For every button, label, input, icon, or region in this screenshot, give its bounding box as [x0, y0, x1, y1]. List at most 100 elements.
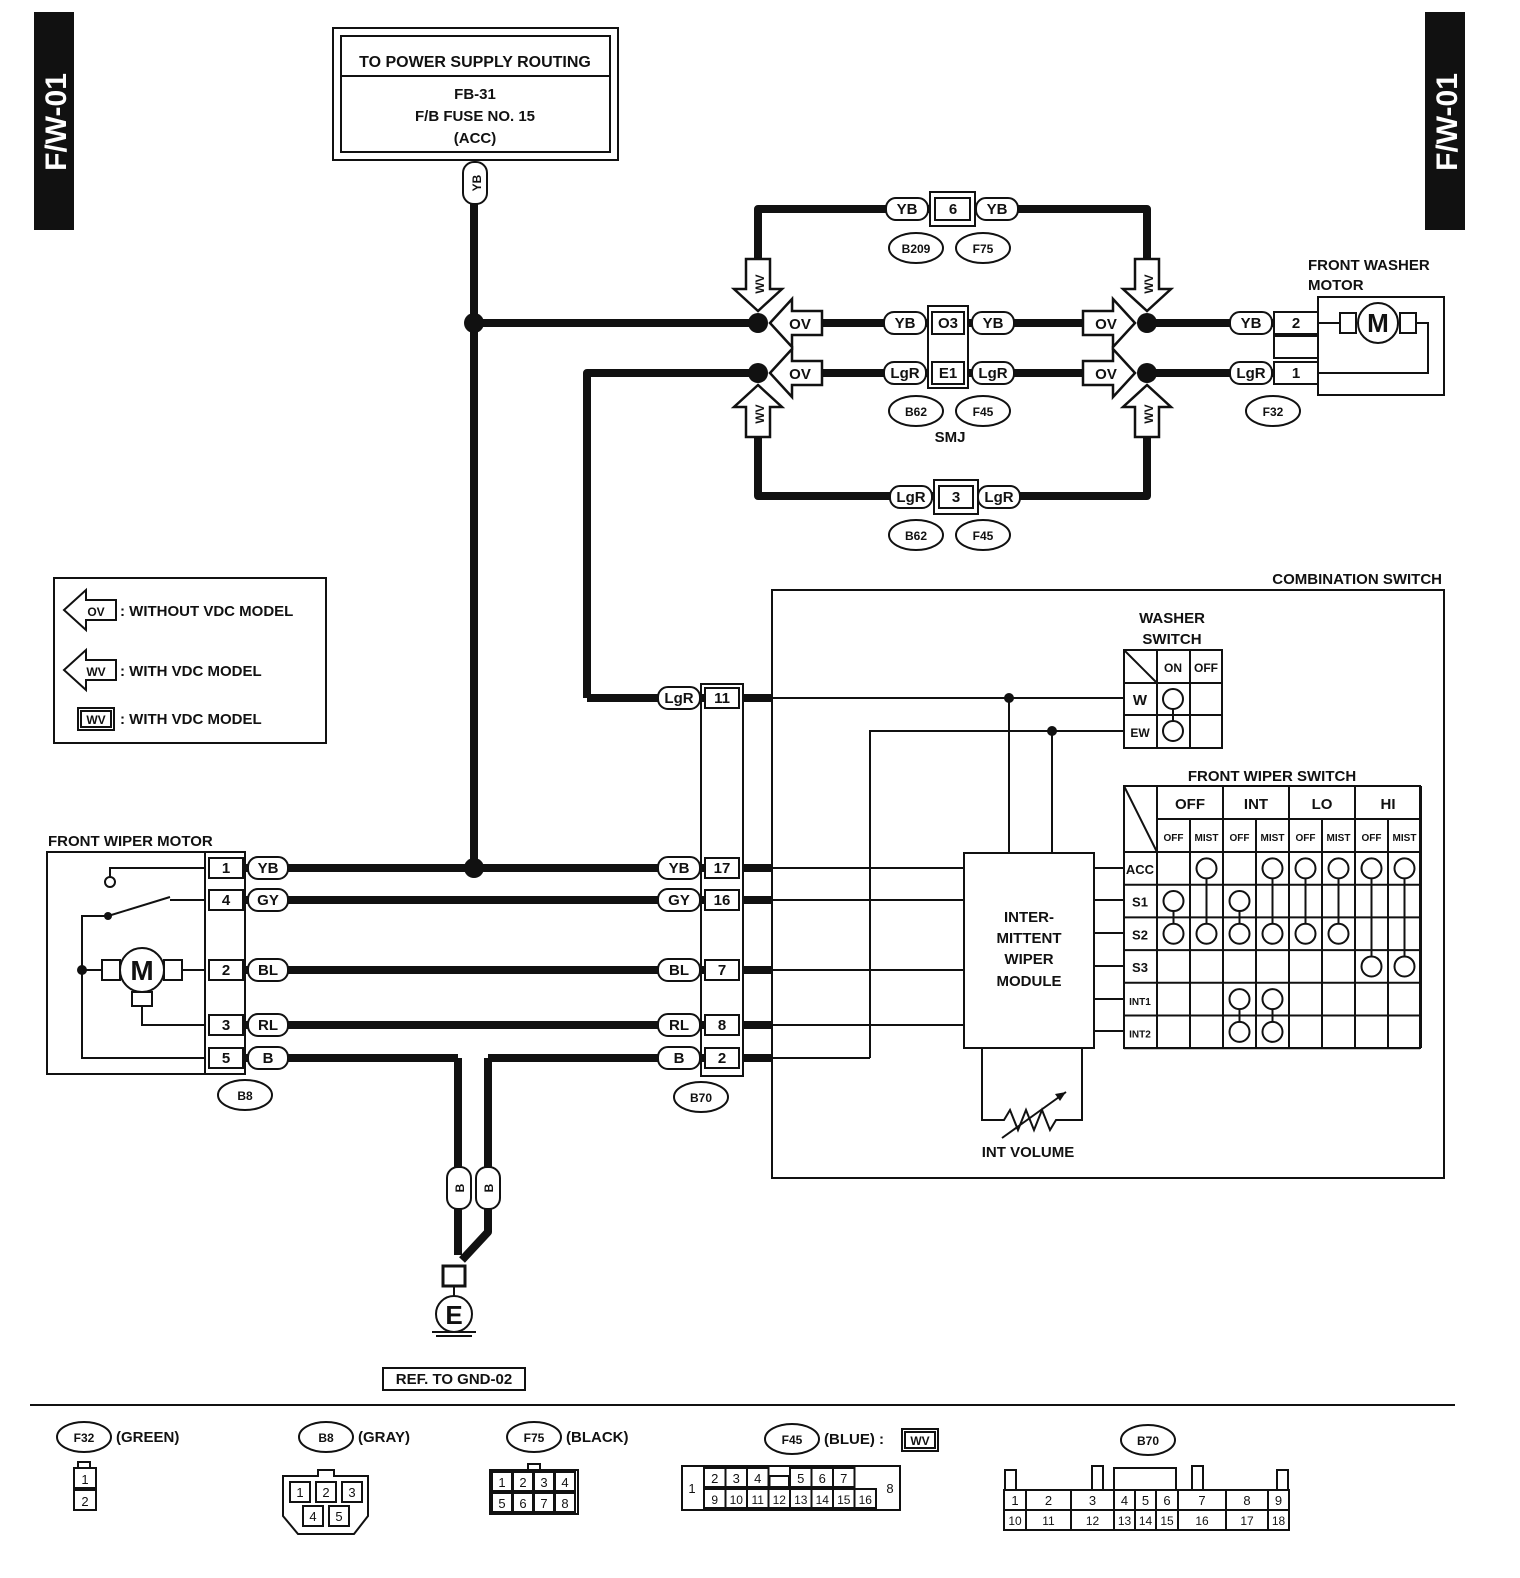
b70-pin-number: 4: [1121, 1493, 1128, 1508]
svg-text:WV: WV: [86, 713, 105, 727]
svg-text:2: 2: [1292, 315, 1300, 332]
svg-text:YB: YB: [897, 201, 918, 218]
connector-id-b8: B8: [217, 1079, 273, 1111]
power-supply-fb: FB-31: [454, 86, 496, 103]
svg-text:B70: B70: [1137, 1434, 1159, 1448]
legend-box: OV : WITHOUT VDC MODEL WV : WITH VDC MOD…: [53, 577, 327, 744]
svg-text:LgR: LgR: [1236, 365, 1265, 382]
wiper-contact: [1360, 955, 1383, 978]
b70-pin-number: 5: [1142, 1493, 1149, 1508]
f75-pin-number: 5: [498, 1496, 505, 1511]
svg-text:F/W-01: F/W-01: [1431, 73, 1464, 171]
power-supply-title: TO POWER SUPPLY ROUTING: [359, 54, 591, 71]
svg-text:GY: GY: [668, 892, 690, 909]
svg-text:ON: ON: [1164, 661, 1182, 675]
b70-pin-cell: [1267, 1509, 1290, 1531]
svg-text:OFF: OFF: [1175, 796, 1205, 813]
b70-pin-number: 2: [1045, 1493, 1052, 1508]
junction-dots: [464, 313, 1157, 878]
b70-pin-number: 9: [1275, 1493, 1282, 1508]
svg-text:OV: OV: [1095, 316, 1117, 333]
svg-text:INT: INT: [1244, 796, 1268, 813]
svg-text:1: 1: [688, 1481, 695, 1496]
svg-text:2: 2: [322, 1485, 329, 1500]
wire-tag-yb-power: YB: [462, 161, 488, 205]
connector-id-f45: F45: [955, 395, 1011, 427]
f45-pin-number: 14: [816, 1493, 830, 1507]
f75-pin-number: 4: [561, 1475, 568, 1490]
joint-3: LgR 3 LgR: [889, 479, 1021, 515]
wiper-contact: [1261, 988, 1284, 1011]
svg-text:HI: HI: [1381, 796, 1396, 813]
svg-text:WIPER: WIPER: [1004, 951, 1053, 968]
svg-text:REF. TO GND-02: REF. TO GND-02: [396, 1371, 512, 1388]
wiper-contact: [1228, 988, 1251, 1011]
svg-text:B62: B62: [905, 529, 927, 543]
svg-text:1: 1: [222, 860, 230, 877]
f45-pin-number: 3: [733, 1471, 740, 1486]
f45-pin-number: 12: [773, 1493, 787, 1507]
legend-wv-arrow-text: : WITH VDC MODEL: [120, 663, 262, 680]
svg-text:OV: OV: [789, 366, 811, 383]
svg-text:LO: LO: [1312, 796, 1333, 813]
svg-text:3: 3: [348, 1485, 355, 1500]
ground-wire-tags: B B: [446, 1166, 501, 1210]
svg-text:8: 8: [718, 1017, 726, 1034]
front-wiper-motor: FRONT WIPER MOTOR 1 4 2 3 5 YB GY BL RL …: [46, 833, 289, 1075]
svg-text:F/W-01: F/W-01: [40, 73, 73, 171]
connector-id-b70: B70: [673, 1081, 729, 1113]
svg-text:SWITCH: SWITCH: [1142, 631, 1201, 648]
f75-pin-number: 3: [540, 1475, 547, 1490]
wiper-contact: [1294, 857, 1317, 880]
svg-text:YB: YB: [669, 860, 690, 877]
svg-text:WV: WV: [1142, 404, 1156, 423]
connector-view-b8: B8 (GRAY) 1 2 3 4 5: [282, 1421, 410, 1535]
b70-pin-number: 1: [1011, 1493, 1018, 1508]
b70-pin-number: 12: [1086, 1514, 1100, 1528]
wiper-contact: [1327, 922, 1350, 945]
svg-text:F45: F45: [973, 529, 994, 543]
svg-text:LgR: LgR: [890, 365, 919, 382]
wiper-contact: [1228, 890, 1251, 913]
wiper-sub-header: OFF: [1362, 833, 1382, 844]
svg-text:4: 4: [222, 892, 231, 909]
connector-id-b62-lower: B62: [888, 519, 944, 551]
wiper-contact: [1327, 857, 1350, 880]
svg-text:WV: WV: [910, 1434, 929, 1448]
f45-pin-cell: [832, 1467, 856, 1488]
b70-pin-number: 7: [1198, 1493, 1205, 1508]
svg-text:2: 2: [222, 962, 230, 979]
connector-id-b209: B209: [888, 232, 944, 264]
f75-pin-number: 7: [540, 1496, 547, 1511]
svg-text:6: 6: [949, 201, 957, 218]
power-supply-fuse: F/B FUSE NO. 15: [415, 108, 535, 125]
joint-6: YB 6 YB: [885, 191, 1019, 227]
page-tab-left: F/W-01: [34, 12, 74, 230]
wiper-sub-header: MIST: [1261, 833, 1285, 844]
b70-pin-number: 15: [1160, 1514, 1174, 1528]
legend-wv-box-text: : WITH VDC MODEL: [120, 711, 262, 728]
wiper-row-header: INT2: [1129, 1030, 1151, 1041]
svg-text:B: B: [674, 1050, 685, 1067]
wire-b-ground-2: [459, 1058, 492, 1263]
svg-text:F45: F45: [782, 1433, 803, 1447]
svg-text:MITTENT: MITTENT: [997, 930, 1062, 947]
f45-pin-number: 5: [797, 1471, 804, 1486]
svg-text:7: 7: [718, 962, 726, 979]
f45-pin-number: 9: [711, 1493, 718, 1507]
svg-text:1: 1: [296, 1485, 303, 1500]
ov-arrow-2: OV: [768, 347, 824, 399]
f75-pin-number: 1: [498, 1475, 505, 1490]
smj-label: SMJ: [935, 429, 966, 446]
svg-text:16: 16: [714, 892, 731, 909]
front-washer-motor: FRONT WASHER MOTOR 2 1 YB LgR M: [1229, 257, 1445, 396]
svg-text:INTER-: INTER-: [1004, 909, 1054, 926]
wiper-sub-header: MIST: [1195, 833, 1219, 844]
wiper-sub-header: MIST: [1327, 833, 1351, 844]
svg-text:WASHER: WASHER: [1139, 610, 1205, 627]
f75-pin-number: 2: [519, 1475, 526, 1490]
svg-text:2: 2: [718, 1050, 726, 1067]
svg-text:YB: YB: [258, 860, 279, 877]
